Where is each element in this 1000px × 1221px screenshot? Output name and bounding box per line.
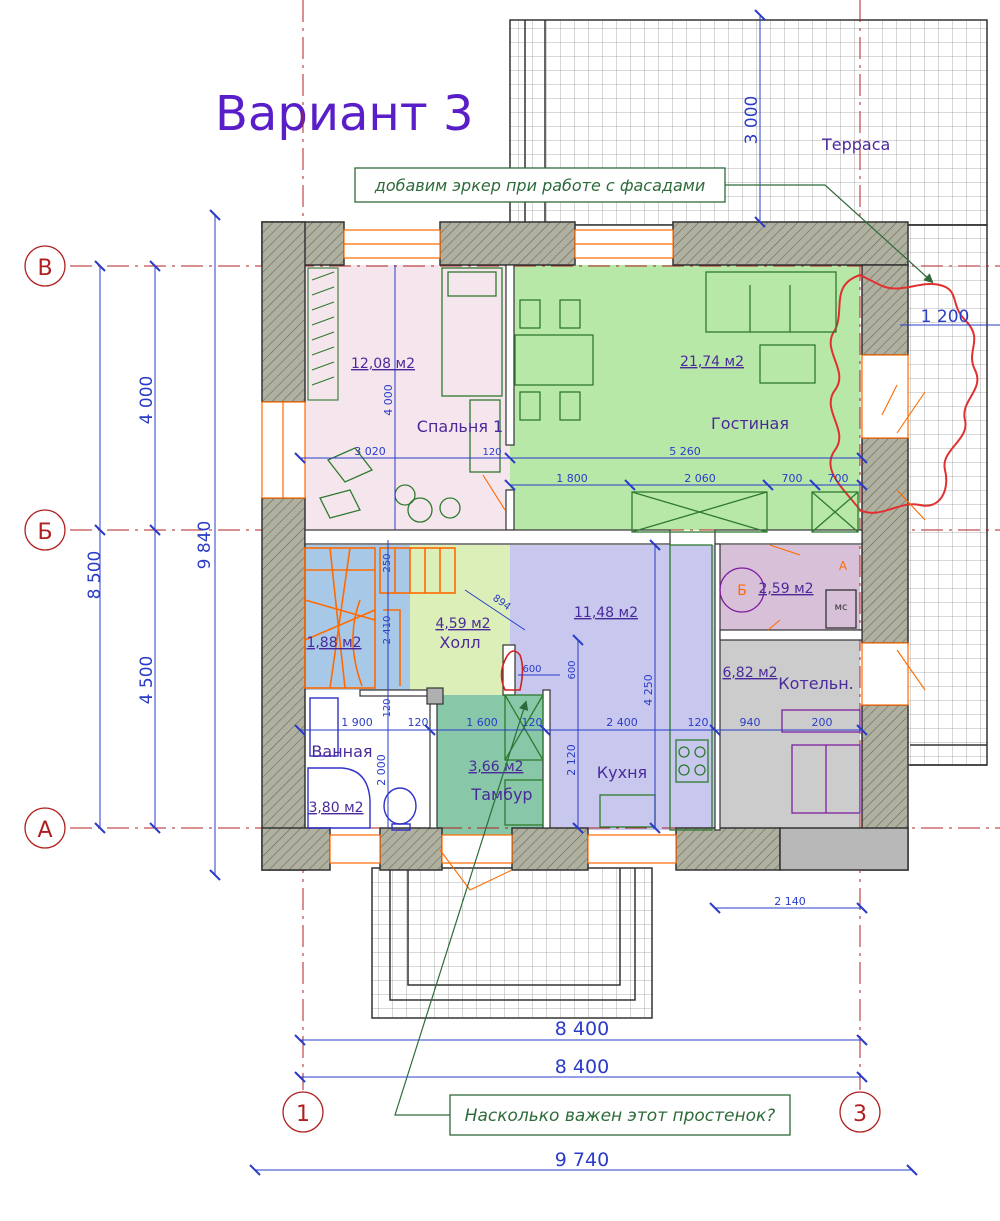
dim-9840: 9 840 — [195, 521, 215, 570]
axis-label-v: В — [37, 256, 52, 281]
dim-4500: 4 500 — [137, 656, 157, 705]
dim-940: 940 — [740, 716, 761, 729]
living-name: Гостиная — [711, 414, 789, 433]
kitchen-area: 11,48 м2 — [574, 605, 638, 621]
dim-bedroom-h: 4 000 — [382, 384, 395, 416]
dim-120-a: 120 — [408, 716, 429, 729]
bath-name: Ванная — [311, 742, 372, 761]
dim-1200: 1 200 — [921, 307, 970, 327]
purple-furniture — [719, 567, 861, 814]
door-swings — [439, 384, 926, 891]
boiler-name: Котельн. — [778, 674, 854, 693]
dim-2000: 2 000 — [375, 754, 388, 786]
exterior-walls — [261, 221, 909, 871]
dim-3000: 3 000 — [742, 96, 762, 145]
boiler-area: 6,82 м2 — [722, 665, 777, 681]
hall-area: 4,59 м2 — [435, 616, 490, 632]
hall-name: Холл — [439, 633, 480, 652]
dim-200: 200 — [812, 716, 833, 729]
dim-2410: 2 410 — [382, 616, 393, 645]
note-bay: добавим эркер при работе с фасадами — [354, 167, 934, 284]
bedroom-name: Спальня 1 — [417, 417, 503, 436]
dim-120-s: 120 — [482, 447, 501, 458]
windows — [261, 229, 909, 864]
axis-label-a: А — [37, 818, 52, 843]
dim-700-b: 700 — [828, 472, 849, 485]
dim-250: 250 — [382, 553, 393, 572]
note-wall: Насколько важен этот простенок? — [394, 700, 791, 1136]
dim-8400-a: 8 400 — [555, 1018, 609, 1040]
plan-title: Вариант 3 — [215, 86, 474, 142]
dim-700-a: 700 — [782, 472, 803, 485]
bay-outline — [829, 273, 979, 514]
dim-8400-b: 8 400 — [555, 1056, 609, 1078]
dimension-lines — [99, 15, 1000, 1171]
wc-mark-a: А — [839, 559, 848, 573]
dim-5260: 5 260 — [669, 445, 701, 458]
kitchen-name: Кухня — [597, 763, 647, 782]
axis-label-b: Б — [37, 520, 52, 545]
dim-2060: 2 060 — [684, 472, 716, 485]
wc-mc: мс — [834, 602, 847, 613]
dim-600-a: 600 — [522, 664, 541, 675]
dim-3020: 3 020 — [354, 445, 386, 458]
terrace-label: Терраса — [821, 135, 890, 154]
bath-area: 3,80 м2 — [308, 800, 363, 816]
axis-bubbles: В Б А 1 3 — [24, 245, 881, 1133]
room-labels: 12,08 м2 Спальня 1 21,74 м2 Гостиная 11,… — [306, 354, 853, 816]
dim-120-v: 120 — [382, 698, 393, 717]
bedroom-area: 12,08 м2 — [351, 356, 415, 372]
dimension-ticks — [94, 9, 918, 1176]
room-fills — [305, 265, 890, 850]
dim-120-c: 120 — [688, 716, 709, 729]
dim-2400: 2 400 — [606, 716, 638, 729]
dim-600-b: 600 — [567, 660, 578, 679]
wc-area: 2,59 м2 — [758, 581, 813, 597]
stairs — [304, 547, 456, 689]
bath-fixtures — [307, 697, 417, 831]
dim-8500: 8 500 — [85, 551, 105, 600]
dim-1600: 1 600 — [466, 716, 498, 729]
dim-4000: 4 000 — [137, 376, 157, 425]
axis-label-3: 3 — [853, 1102, 867, 1127]
dimension-labels: 8 500 9 840 4 000 4 500 3 000 1 200 8 40… — [85, 96, 969, 1171]
dim-9740: 9 740 — [555, 1149, 609, 1171]
wardrobe — [307, 267, 339, 401]
vestibule-name: Тамбур — [470, 785, 532, 804]
dim-4250: 4 250 — [642, 674, 655, 706]
living-area: 21,74 м2 — [680, 354, 744, 370]
note-bay-text: добавим эркер при работе с фасадами — [374, 176, 705, 195]
dim-120-b: 120 — [522, 716, 543, 729]
axis-label-1: 1 — [296, 1102, 310, 1127]
stair-area: 1,88 м2 — [306, 635, 361, 651]
dim-2140: 2 140 — [774, 895, 806, 908]
dim-1900: 1 900 — [341, 716, 373, 729]
porch-deck — [371, 867, 653, 1019]
note-wall-text: Насколько важен этот простенок? — [465, 1106, 776, 1126]
column-marker — [426, 687, 444, 705]
dim-2120: 2 120 — [565, 744, 578, 776]
door-marker — [500, 650, 524, 691]
vestibule-area: 3,66 м2 — [468, 759, 523, 775]
dim-1800: 1 800 — [556, 472, 588, 485]
wc-mark-b: Б — [737, 583, 747, 599]
